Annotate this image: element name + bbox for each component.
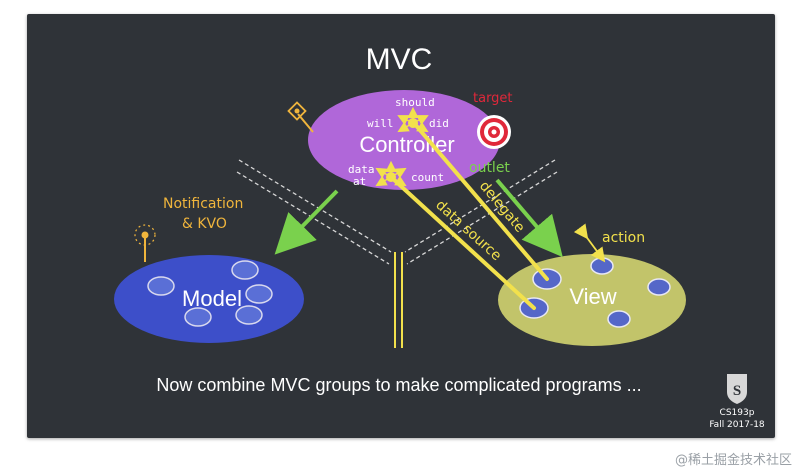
target-label: target [473, 91, 513, 106]
action-label: action [602, 230, 645, 246]
target-icon [477, 115, 511, 149]
slide-caption: Now combine MVC groups to make complicat… [156, 375, 641, 395]
should-will-did-hub [397, 106, 429, 133]
kvo-label: & KVO [182, 216, 227, 232]
model-label: Model [182, 286, 242, 311]
model-object [235, 305, 263, 325]
antenna-icon [287, 101, 314, 133]
radio-tower-icon [134, 224, 156, 262]
will-label: will [367, 117, 394, 130]
center-double-line [394, 252, 403, 348]
mvc-diagram: Controller Model View MVC delegate data … [114, 43, 765, 430]
view-objects [519, 257, 671, 328]
logo-letter: S [733, 383, 741, 399]
did-label: did [429, 117, 449, 130]
at-label: at [353, 175, 366, 188]
outlet-label: outlet [469, 160, 510, 176]
action-arrow [573, 223, 606, 263]
lecture-slide: Controller Model View MVC delegate data … [27, 14, 775, 438]
course-code: CS193p [720, 408, 755, 418]
should-label: should [395, 96, 435, 109]
data-at-count-hub [375, 160, 407, 187]
model-objects [147, 260, 273, 327]
notification-label: Notification [163, 196, 243, 212]
view-object [607, 310, 631, 328]
watermark: @稀土掘金技术社区 [674, 453, 792, 468]
view-object [590, 257, 614, 275]
count-label: count [411, 171, 444, 184]
model-object [184, 307, 212, 327]
model-object [245, 284, 273, 304]
view-label: View [569, 284, 616, 309]
course-term: Fall 2017-18 [709, 420, 765, 430]
data-label: data [348, 163, 375, 176]
model-object [231, 260, 259, 280]
model-object [147, 276, 175, 296]
view-object [647, 278, 671, 296]
divider-lines [236, 159, 558, 265]
slide-title: MVC [366, 43, 433, 76]
controller-to-model-arrow [274, 189, 339, 255]
outlet-arrow [495, 178, 563, 258]
stanford-logo: S [727, 374, 747, 404]
